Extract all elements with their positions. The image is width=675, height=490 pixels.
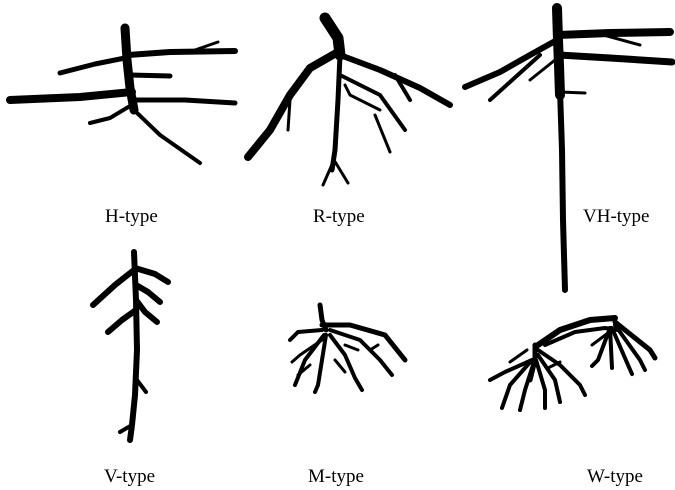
w-type-label: W-type xyxy=(587,467,643,486)
